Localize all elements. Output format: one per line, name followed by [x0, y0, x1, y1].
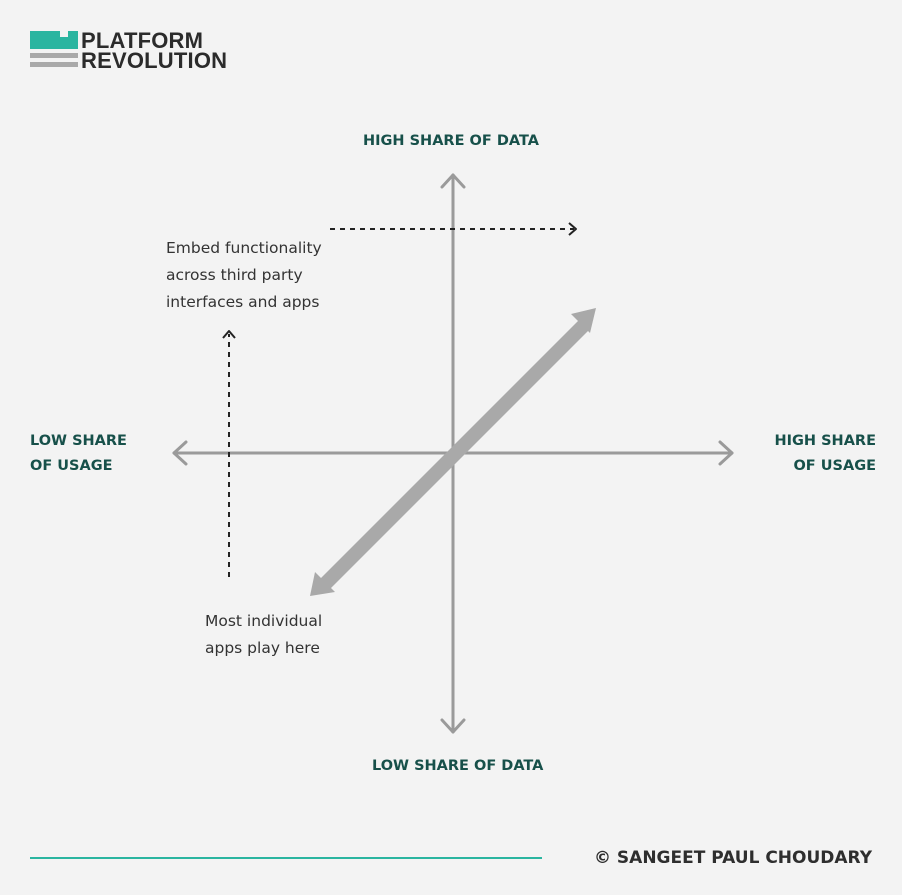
logo-line-1: PLATFORM	[81, 28, 204, 53]
platform-revolution-logo: PLATFORM REVOLUTION	[30, 28, 230, 73]
note-individual-line-2: apps play here	[205, 639, 320, 657]
axis-arrow-down-icon	[440, 718, 466, 734]
note-individual-apps: Most individual apps play here	[205, 608, 322, 662]
axis-label-top: HIGH SHARE OF DATA	[363, 133, 539, 149]
note-embed-line-1: Embed functionality	[166, 239, 322, 257]
diagonal-arrowhead-low-icon	[310, 572, 335, 596]
axis-label-left-line-2: OF USAGE	[30, 458, 113, 474]
axis-label-bottom: LOW SHARE OF DATA	[372, 758, 544, 774]
axis-arrow-left-icon	[172, 440, 188, 466]
axis-arrow-up-icon	[440, 173, 466, 189]
logo-line-2: REVOLUTION	[81, 48, 228, 73]
axis-label-left: LOW SHARE OF USAGE	[30, 429, 127, 479]
axis-label-right-line-2: OF USAGE	[793, 458, 876, 474]
axis-label-right: HIGH SHARE OF USAGE	[775, 429, 877, 479]
footer-accent-line	[30, 857, 542, 859]
note-embed-line-3: interfaces and apps	[166, 293, 320, 311]
copyright-text: © SANGEET PAUL CHOUDARY	[594, 848, 873, 868]
note-embed-functionality: Embed functionality across third party i…	[166, 235, 322, 316]
dashed-arrow-up	[222, 330, 236, 577]
axis-label-left-line-1: LOW SHARE	[30, 433, 127, 449]
logo-mark-icon	[30, 31, 78, 67]
note-individual-line-1: Most individual	[205, 612, 323, 630]
logo-text: PLATFORM REVOLUTION	[81, 28, 228, 73]
axis-label-right-line-1: HIGH SHARE	[774, 433, 877, 449]
dashed-arrow-right	[330, 222, 577, 236]
diagonal-arrowhead-high-icon	[571, 308, 596, 333]
growth-diagonal-arrow	[310, 308, 596, 596]
axis-arrow-right-icon	[718, 440, 734, 466]
note-embed-line-2: across third party	[166, 266, 303, 284]
